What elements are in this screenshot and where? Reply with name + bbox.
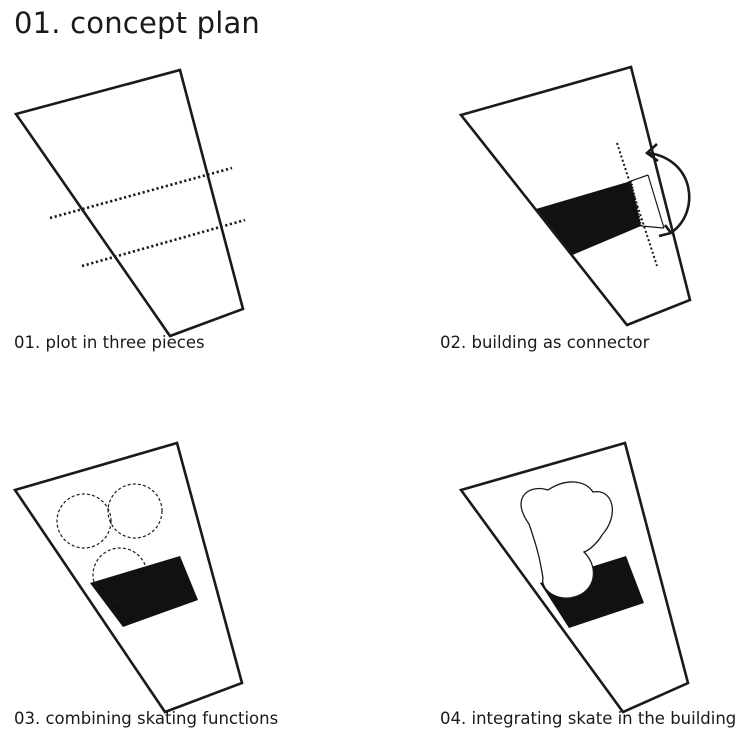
plot-outline — [12, 441, 244, 714]
division-line-lower — [81, 218, 246, 268]
connector-link-bottom — [640, 225, 665, 229]
integrated-skate-shape — [520, 481, 613, 599]
building-block — [90, 556, 198, 627]
panel-3-combining-skating-functions — [12, 441, 244, 714]
panel-1-plot-in-three-pieces — [13, 68, 246, 338]
skating-circle-left — [56, 493, 112, 549]
arrowhead-top — [644, 143, 659, 163]
plot-outline — [13, 68, 245, 338]
panel-2-building-as-connector — [458, 65, 692, 327]
plot-outline — [458, 441, 690, 714]
page-title: 01. concept plan — [14, 6, 261, 40]
caption-plot-in-three-pieces: 01. plot in three pieces — [14, 333, 205, 352]
caption-combining-skating-functions: 03. combining skating functions — [14, 709, 279, 728]
connection-arrow — [648, 151, 691, 234]
plot-outline — [458, 65, 692, 327]
skating-circle-bottom-dark — [92, 547, 148, 603]
connector-link-top — [630, 174, 649, 182]
building-block — [540, 556, 644, 628]
skating-circle-right — [107, 483, 163, 539]
panel-4-integrating-skate-in-the-building — [458, 441, 690, 714]
caption-building-as-connector: 02. building as connector — [440, 333, 650, 352]
connector-link-vertical — [647, 174, 665, 229]
arrowhead-bottom — [658, 224, 674, 238]
division-line-upper — [49, 166, 233, 220]
caption-integrating-skate-in-the-building: 04. integrating skate in the building — [440, 709, 737, 728]
building-block — [536, 181, 641, 256]
